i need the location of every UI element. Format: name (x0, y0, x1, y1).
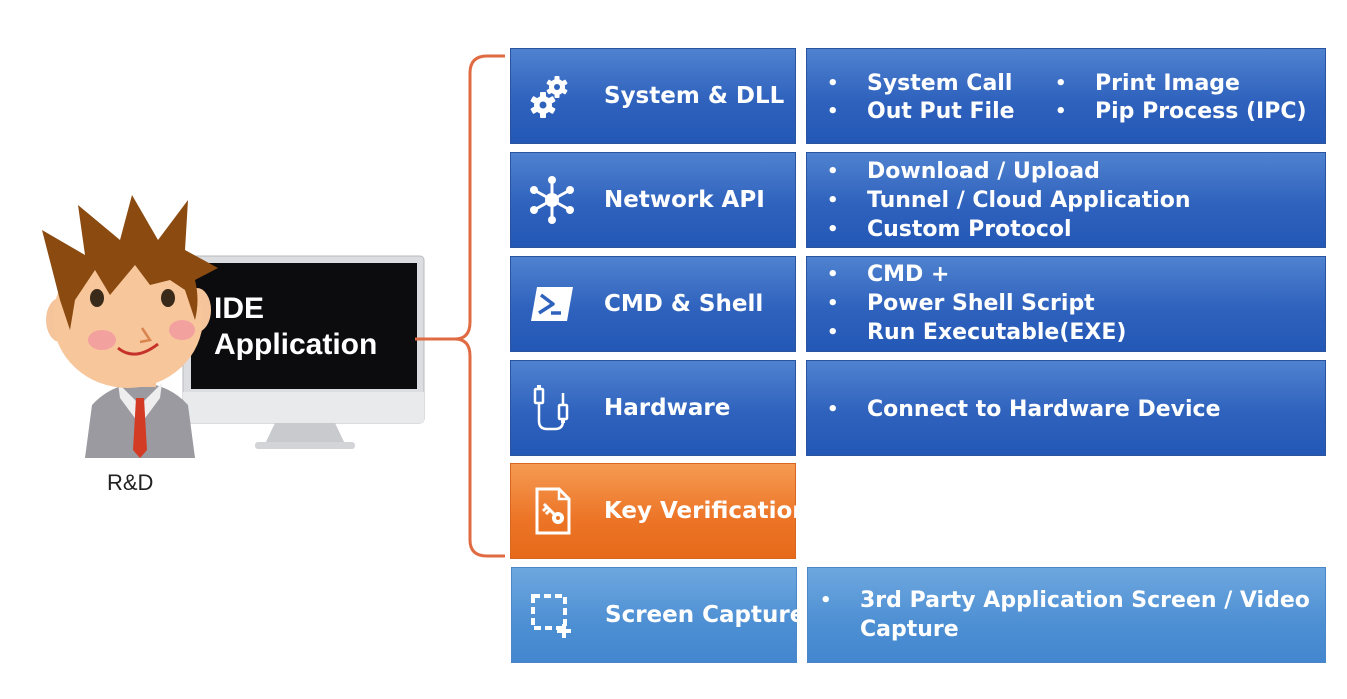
category-label: Network API (604, 187, 765, 213)
detail-item: Pip Process (IPC) (1055, 97, 1306, 126)
detail-item: Download / Upload (827, 157, 1100, 186)
gears-icon (530, 76, 568, 118)
category-key-verification[interactable]: Key Verification (510, 463, 809, 559)
detail-item: System Call (827, 69, 1012, 98)
bracket-connector (415, 54, 505, 558)
detail-item: Print Image (1055, 69, 1240, 98)
category-screen-capture[interactable]: Screen Capture (511, 567, 805, 663)
person-label: R&D (107, 470, 154, 495)
category-label: CMD & Shell (604, 291, 764, 317)
category-label: Screen Capture (605, 602, 806, 628)
usb-cable-icon (533, 385, 569, 431)
detail-item: Custom Protocol (827, 215, 1071, 244)
category-cmd-shell[interactable]: CMD & Shell (510, 256, 796, 352)
detail-item: CMD + (827, 260, 950, 289)
detail-system-dll: System Call Out Put File Print Image Pip… (806, 48, 1326, 144)
detail-item: Out Put File (827, 97, 1014, 126)
detail-screen-capture: 3rd Party Application Screen / Video Cap… (807, 567, 1326, 663)
category-hardware[interactable]: Hardware (510, 360, 796, 456)
detail-item: Tunnel / Cloud Application (827, 186, 1191, 215)
network-hub-icon (530, 176, 574, 224)
screen-capture-icon (531, 594, 571, 638)
category-label: System & DLL (604, 83, 785, 109)
detail-item: Connect to Hardware Device (827, 395, 1220, 424)
developer-illustration (42, 195, 425, 458)
detail-item-continued: Capture (860, 617, 959, 642)
detail-network-api: Download / Upload Tunnel / Cloud Applica… (806, 152, 1326, 248)
category-label: Key Verification (604, 498, 809, 524)
category-label: Hardware (604, 395, 731, 421)
detail-item: Power Shell Script (827, 289, 1095, 318)
detail-item: Run Executable(EXE) (827, 318, 1127, 347)
file-key-icon (535, 487, 571, 535)
monitor-text: IDE Application (214, 291, 377, 363)
monitor-line1: IDE (214, 292, 265, 325)
powershell-icon (531, 287, 573, 321)
detail-item: 3rd Party Application Screen / Video (820, 586, 1310, 615)
monitor-line2: Application (214, 328, 378, 361)
monitor-icon (182, 255, 425, 449)
category-network-api[interactable]: Network API (510, 152, 796, 248)
category-system-dll[interactable]: System & DLL (510, 48, 796, 144)
detail-cmd-shell: CMD + Power Shell Script Run Executable(… (806, 256, 1326, 352)
detail-hardware: Connect to Hardware Device (806, 360, 1326, 456)
